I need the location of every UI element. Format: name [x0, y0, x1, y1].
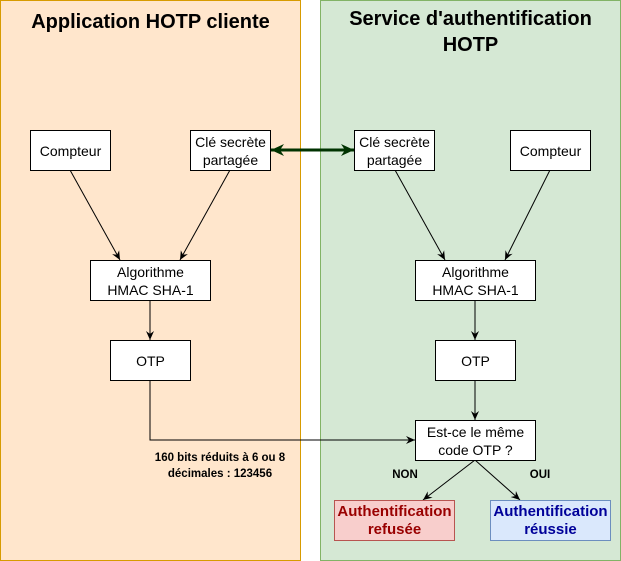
service-lane-title: Service d'authentification HOTP [349, 8, 592, 56]
edge-client-otp-to-compare [149, 380, 415, 444]
auth-success-node: Authentification réussie [490, 500, 611, 541]
client-otp-node: OTP [110, 340, 191, 381]
auth-refused-node: Authentification refusée [334, 500, 455, 541]
compare-otp-node: Est-ce le même code OTP ? [415, 420, 536, 461]
client-secret-key-node: Clé secrète partagée [190, 130, 271, 171]
client-counter-node: Compteur [30, 130, 111, 171]
client-lane: Application HOTP cliente [0, 0, 301, 561]
service-lane: Service d'authentification HOTP [320, 0, 621, 561]
yes-label: OUI [529, 469, 551, 481]
edge-client-counter-to-hmac [69, 169, 121, 261]
service-secret-key-node: Clé secrète partagée [354, 130, 435, 171]
no-label: NON [392, 469, 418, 481]
edge-service-secret-to-hmac [394, 169, 446, 261]
truncation-label: 160 bits réduits à 6 ou 8 décimales : 12… [154, 452, 286, 480]
edge-service-counter-to-hmac [504, 169, 551, 261]
client-lane-title: Application HOTP cliente [31, 11, 270, 33]
service-counter-node: Compteur [510, 130, 591, 171]
service-hmac-node: Algorithme HMAC SHA-1 [415, 260, 536, 301]
edge-client-secret-to-hmac [179, 169, 231, 261]
edge-compare-to-refused [422, 459, 476, 501]
service-otp-node: OTP [435, 340, 516, 381]
client-hmac-node: Algorithme HMAC SHA-1 [90, 260, 211, 301]
edge-compare-to-success [474, 459, 521, 501]
